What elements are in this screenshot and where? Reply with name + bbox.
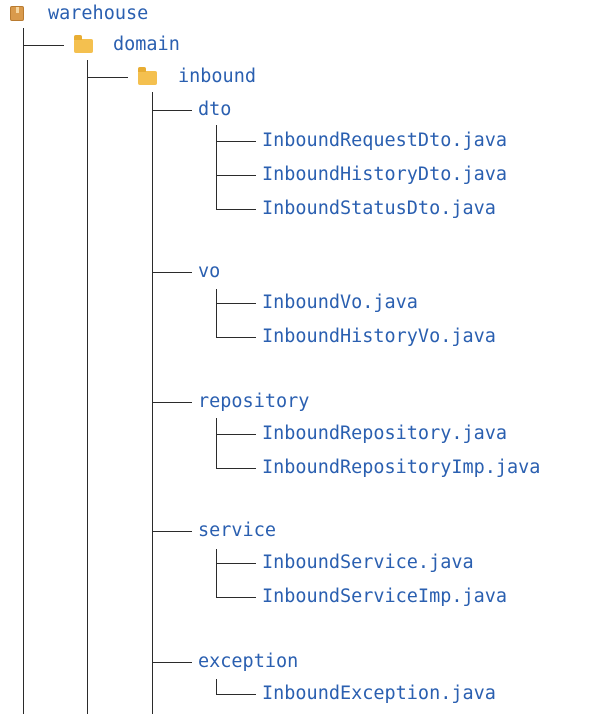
tree-file[interactable]: InboundException.java — [0, 682, 616, 706]
node-label: service — [198, 520, 276, 541]
tree-branch — [216, 337, 256, 338]
file-label: InboundVo.java — [262, 292, 418, 313]
folder-icon — [74, 35, 93, 53]
tree-branch — [216, 694, 256, 695]
tree-node-service[interactable]: service — [0, 519, 616, 543]
tree-guide-line — [216, 679, 217, 694]
tree-guide-line — [216, 549, 217, 597]
tree-guide-line — [216, 125, 217, 210]
tree-branch — [152, 662, 192, 663]
tree-node-dto[interactable]: dto — [0, 98, 616, 122]
tree-node-warehouse[interactable]: warehouse — [0, 2, 616, 26]
tree-node-repository[interactable]: repository — [0, 390, 616, 414]
package-icon — [10, 6, 24, 21]
node-label: warehouse — [48, 3, 149, 24]
tree-file[interactable]: InboundService.java — [0, 551, 616, 575]
file-label: InboundHistoryDto.java — [262, 164, 508, 185]
file-label: InboundRepository.java — [262, 423, 508, 444]
file-label: InboundHistoryVo.java — [262, 326, 496, 347]
tree-branch — [88, 77, 128, 78]
tree-guide-line — [87, 60, 88, 714]
node-label: vo — [198, 261, 221, 282]
file-label: InboundException.java — [262, 683, 496, 704]
tree-guide-line — [216, 418, 217, 468]
tree-node-inbound[interactable]: inbound — [0, 65, 616, 89]
file-label: InboundServiceImp.java — [262, 586, 508, 607]
tree-file[interactable]: InboundHistoryVo.java — [0, 325, 616, 349]
tree-branch — [216, 563, 256, 564]
file-label: InboundStatusDto.java — [262, 198, 496, 219]
tree-node-exception[interactable]: exception — [0, 650, 616, 674]
folder-icon — [138, 67, 157, 85]
tree-branch — [216, 303, 256, 304]
node-label: repository — [198, 391, 310, 412]
tree-branch — [216, 434, 256, 435]
tree-file[interactable]: InboundStatusDto.java — [0, 197, 616, 221]
tree-branch — [216, 468, 256, 469]
tree-branch — [152, 110, 192, 111]
tree-file[interactable]: InboundRepository.java — [0, 422, 616, 446]
node-label: exception — [198, 651, 299, 672]
tree-file[interactable]: InboundHistoryDto.java — [0, 163, 616, 187]
tree-guide-line — [23, 28, 24, 714]
tree-guide-line — [152, 92, 153, 714]
tree-branch — [216, 597, 256, 598]
tree-branch — [216, 209, 256, 210]
node-label: dto — [198, 99, 232, 120]
tree-branch — [152, 272, 192, 273]
tree-file[interactable]: InboundServiceImp.java — [0, 585, 616, 609]
tree-branch — [152, 402, 192, 403]
node-label: inbound — [178, 66, 256, 87]
file-label: InboundService.java — [262, 552, 474, 573]
tree-file[interactable]: InboundRequestDto.java — [0, 129, 616, 153]
tree-branch — [216, 175, 256, 176]
tree-branch — [24, 45, 64, 46]
tree-node-domain[interactable]: domain — [0, 33, 616, 57]
tree-guide-line — [216, 289, 217, 338]
tree-branch — [216, 141, 256, 142]
tree-file[interactable]: InboundRepositoryImp.java — [0, 456, 616, 480]
tree-file[interactable]: InboundVo.java — [0, 291, 616, 315]
file-label: InboundRequestDto.java — [262, 130, 508, 151]
tree-node-vo[interactable]: vo — [0, 260, 616, 284]
file-label: InboundRepositoryImp.java — [262, 457, 541, 478]
node-label: domain — [113, 34, 180, 55]
tree-branch — [152, 531, 192, 532]
